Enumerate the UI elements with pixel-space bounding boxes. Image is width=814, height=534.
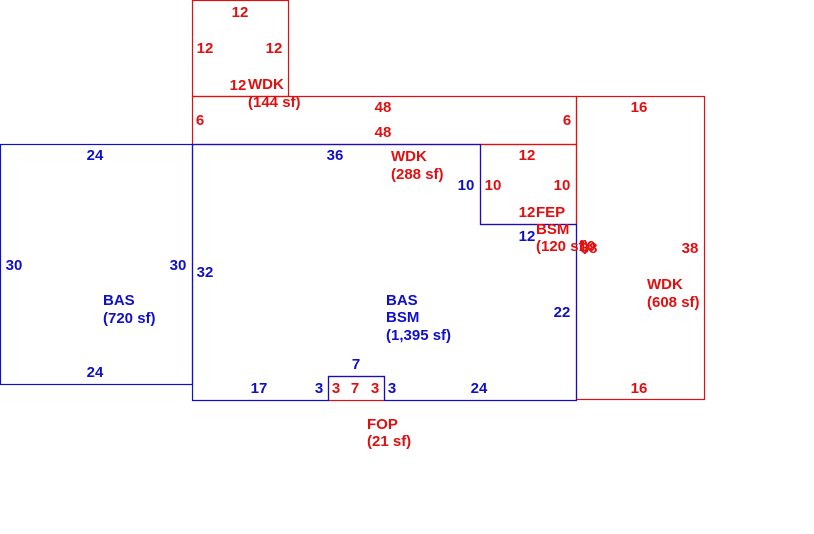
dim-bas-main-notch-bottom: 12	[519, 228, 536, 245]
label-fep-code: FEP	[536, 204, 565, 221]
dim-fop-right-outer: 3	[388, 380, 396, 397]
dim-bas-main-right: 22	[554, 304, 571, 321]
label-bas-main-size: (1,395 sf)	[386, 327, 451, 344]
dim-fop-right-inner: 3	[371, 380, 379, 397]
dim-fep-top: 12	[519, 147, 536, 164]
dim-wdk-right-bottom: 16	[631, 380, 648, 397]
dim-bas-left-bottom: 24	[87, 364, 104, 381]
dim-bas-left-right: 30	[170, 257, 187, 274]
bas-main-outline	[191, 143, 578, 402]
dim-wdk-right-right: 38	[682, 240, 699, 257]
label-wdk-upper-code: WDK	[391, 148, 427, 165]
dim-bas-left-top: 24	[87, 147, 104, 164]
dim-wdk-upper-bottom: 48	[375, 124, 392, 141]
label-bas-main-code: BAS	[386, 292, 418, 309]
label-bas-left-code: BAS	[103, 292, 135, 309]
dim-bas-main-bottom-right: 24	[471, 380, 488, 397]
dim-wdk-top-bottom: 12	[230, 77, 247, 94]
label-fep-subcode: BSM	[536, 221, 569, 238]
dim-fep-side-extra: 10	[579, 238, 596, 255]
label-bas-main-subcode: BSM	[386, 309, 419, 326]
dim-bas-main-notch-side: 10	[458, 177, 475, 194]
dim-fop-top: 7	[352, 356, 360, 373]
dim-wdk-top-top: 12	[232, 4, 249, 21]
label-wdk-right-size: (608 sf)	[647, 294, 700, 311]
label-fep-size: (120 sf)	[536, 238, 589, 255]
bas-left-outline	[0, 143, 194, 386]
dim-bas-main-bottom-left: 17	[251, 380, 268, 397]
dim-fep-bottom: 12	[519, 204, 536, 221]
label-fop-code: FOP	[367, 416, 398, 433]
dim-fop-left-outer: 3	[315, 380, 323, 397]
dim-wdk-top-right: 12	[266, 40, 283, 57]
dim-wdk-upper-left: 6	[196, 112, 204, 129]
dim-fep-right: 10	[554, 177, 571, 194]
dim-wdk-right-top: 16	[631, 99, 648, 116]
dim-fep-left: 10	[485, 177, 502, 194]
dim-bas-left-left: 30	[6, 257, 23, 274]
dim-bas-main-top: 36	[327, 147, 344, 164]
label-bas-left-size: (720 sf)	[103, 310, 156, 327]
label-wdk-top-size: (144 sf)	[248, 94, 301, 111]
dim-fop-bottom: 7	[351, 380, 359, 397]
dim-wdk-upper-top: 48	[375, 99, 392, 116]
dim-wdk-upper-right: 6	[563, 112, 571, 129]
label-wdk-right-code: WDK	[647, 276, 683, 293]
label-wdk-top-code: WDK	[248, 76, 284, 93]
label-wdk-upper-size: (288 sf)	[391, 166, 444, 183]
dim-bas-main-left: 32	[197, 264, 214, 281]
dim-fop-left-inner: 3	[332, 380, 340, 397]
dim-wdk-top-left: 12	[197, 40, 214, 57]
dim-wdk-right-left: 38	[581, 240, 598, 257]
label-fop-size: (21 sf)	[367, 433, 411, 450]
